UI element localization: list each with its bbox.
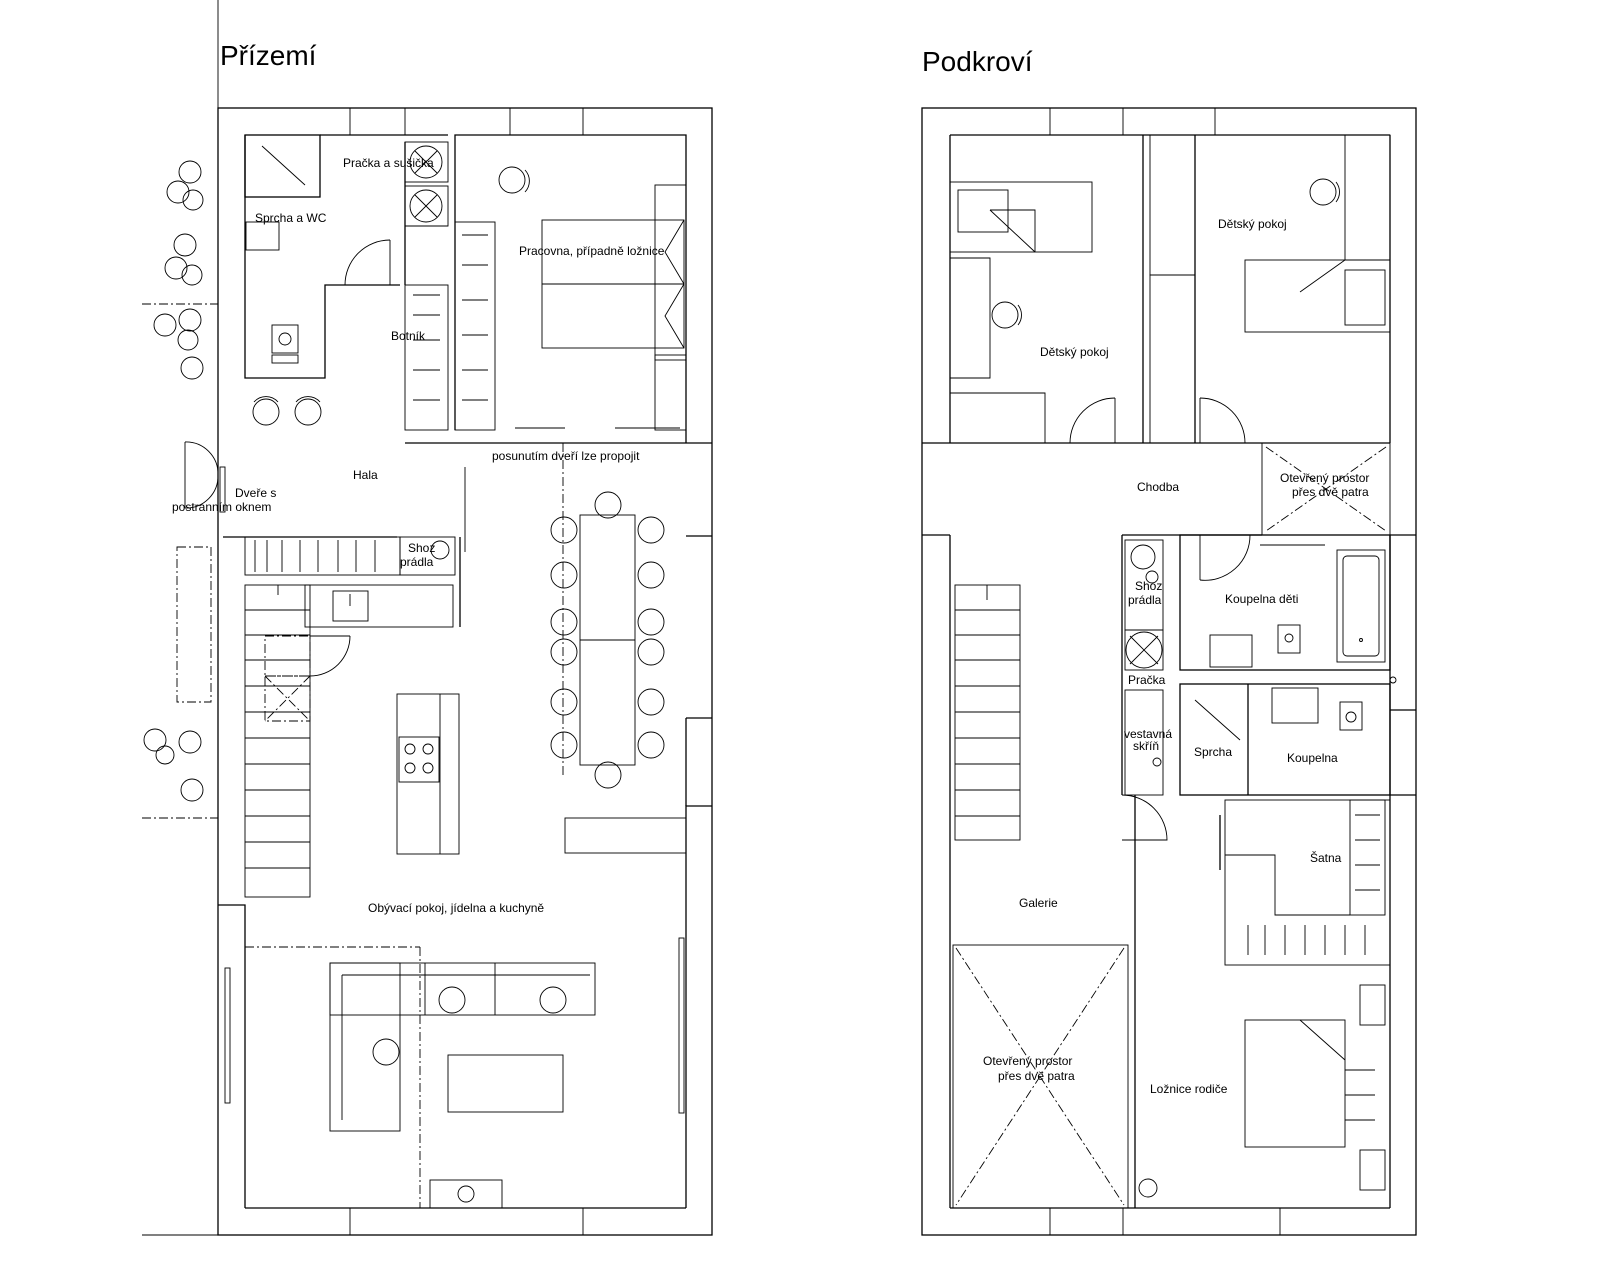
label-washer: Pračka bbox=[1128, 673, 1166, 687]
label-laundry-chute-line1: Shoz bbox=[408, 541, 435, 555]
label-shower: Sprcha bbox=[1194, 745, 1232, 759]
attic-plan: Dětský pokoj Dětský pokoj Chodba Otevřen… bbox=[921, 107, 1417, 1236]
label-study: Pracovna, případně ložnice bbox=[519, 244, 665, 258]
label-kids-bathroom: Koupelna děti bbox=[1225, 592, 1298, 606]
label-entry-door-line1: Dveře s bbox=[235, 486, 276, 500]
label-living-room: Obývací pokoj, jídelna a kuchyně bbox=[368, 901, 544, 915]
label-laundry-chute-line2: prádla bbox=[400, 555, 434, 569]
garden-shrubs bbox=[143, 160, 204, 802]
label-bathroom: Koupelna bbox=[1287, 751, 1338, 765]
label-open-space-top-line1: Otevřený prostor bbox=[1280, 471, 1369, 485]
label-built-in-line1: vestavná bbox=[1124, 727, 1172, 741]
label-parents-bedroom: Ložnice rodiče bbox=[1150, 1082, 1228, 1096]
label-open-space-bottom-line1: Otevřený prostor bbox=[983, 1054, 1072, 1068]
attic-heading: Podkroví bbox=[922, 46, 1033, 77]
ground-floor-heading: Přízemí bbox=[220, 40, 317, 71]
label-washer-dryer: Pračka a sušička bbox=[343, 156, 434, 170]
label-laundry-chute-line2: prádla bbox=[1128, 593, 1162, 607]
label-open-space-bottom-line2: přes dvě patra bbox=[998, 1069, 1075, 1083]
label-hall: Hala bbox=[353, 468, 378, 482]
label-open-space-top-line2: přes dvě patra bbox=[1292, 485, 1369, 499]
label-gallery: Galerie bbox=[1019, 896, 1058, 910]
label-sliding-door-note: posunutím dveří lze propojit bbox=[492, 449, 640, 463]
label-corridor: Chodba bbox=[1137, 480, 1179, 494]
label-entry-door-line2: postranním oknem bbox=[172, 500, 271, 514]
label-laundry-chute-line1: Shoz bbox=[1135, 579, 1162, 593]
label-shoe-closet: Botník bbox=[391, 329, 426, 343]
label-kids-room-b: Dětský pokoj bbox=[1218, 217, 1287, 231]
label-built-in-line2: skříň bbox=[1133, 739, 1159, 753]
label-wardrobe: Šatna bbox=[1310, 850, 1342, 865]
label-shower-wc: Sprcha a WC bbox=[255, 211, 327, 225]
label-kids-room-a: Dětský pokoj bbox=[1040, 345, 1109, 359]
ground-floor-plan: Pračka a sušička Sprcha a WC Pracovna, p… bbox=[142, 0, 713, 1236]
